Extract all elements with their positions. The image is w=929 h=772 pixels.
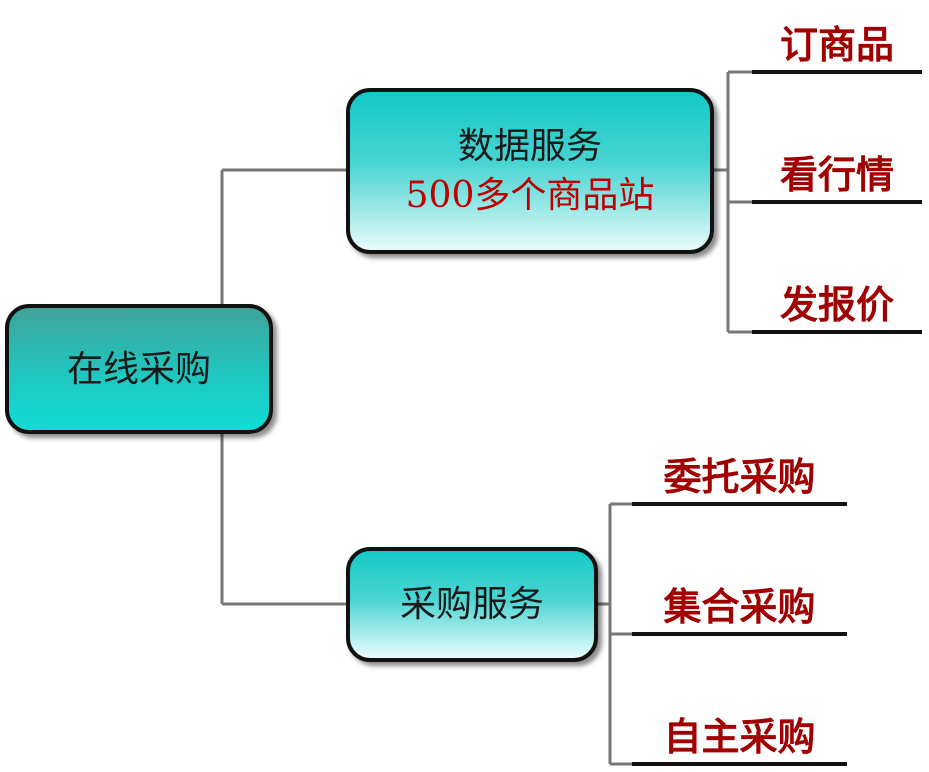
leaf-post-quote: 发报价: [752, 286, 922, 334]
branch-node-data-service: 数据服务 500多个商品站: [346, 88, 714, 254]
branch-node-purchase-service: 采购服务: [346, 547, 598, 662]
root-node-label: 在线采购: [66, 348, 211, 390]
data-service-sublabel: 500多个商品站: [405, 175, 655, 216]
leaf-entrusted-purchase: 委托采购: [632, 458, 847, 506]
leaf-view-market: 看行情: [752, 156, 922, 204]
leaf-group-purchase: 集合采购: [632, 588, 847, 636]
root-node-online-purchase: 在线采购: [5, 304, 273, 434]
data-service-label: 数据服务: [457, 126, 602, 167]
leaf-order-goods: 订商品: [752, 26, 922, 74]
purchase-service-label: 采购服务: [399, 584, 544, 625]
leaf-self-purchase: 自主采购: [632, 718, 847, 766]
